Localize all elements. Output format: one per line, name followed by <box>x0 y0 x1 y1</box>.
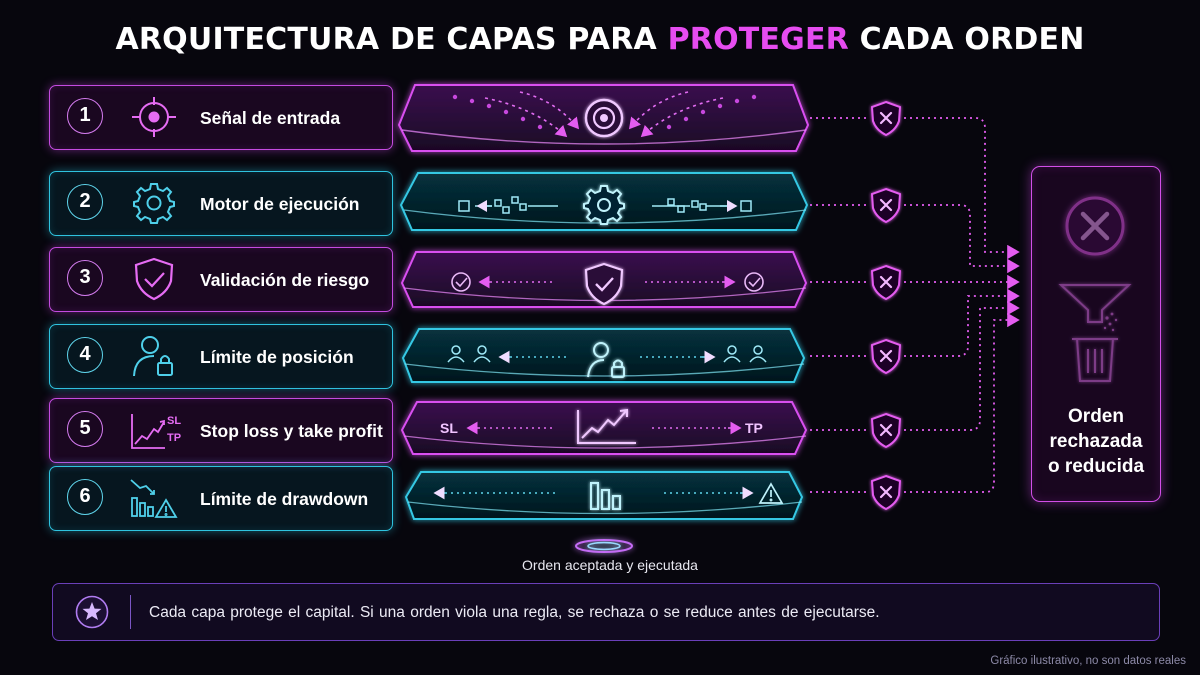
shield-x-icon <box>870 264 902 301</box>
layer-label-1: 1 Señal de entrada <box>49 85 393 150</box>
warning-icon <box>758 482 784 504</box>
layer-label-text: Señal de entrada <box>200 108 341 128</box>
layer-number: 1 <box>67 98 103 134</box>
shield-check-icon <box>134 257 174 301</box>
shield-x-icon <box>870 412 902 449</box>
outcome-label: Orden rechazada o reducida <box>1032 404 1160 479</box>
note-text: Cada capa protege el capital. Si una ord… <box>149 604 880 621</box>
layer-number: 4 <box>67 337 103 373</box>
icon-sl-label: SL <box>167 415 181 427</box>
layer-label-4: 4 Límite de posición <box>49 324 393 389</box>
layer-label-5: 5 SL TP Stop loss y take profit <box>49 398 393 463</box>
title-prefix: ARQUITECTURA DE CAPAS PARA <box>115 22 668 57</box>
drawdown-warning-icon <box>130 479 178 518</box>
icon-tp-label: TP <box>167 432 181 444</box>
layer-panel-3 <box>400 251 808 308</box>
accepted-portal-icon <box>575 539 633 553</box>
shield-check-icon <box>584 262 624 306</box>
layer-label-3: 3 Validación de riesgo <box>49 247 393 312</box>
accepted-label: Orden aceptada y ejecutada <box>522 557 698 573</box>
layer-panel-1 <box>397 84 810 152</box>
layer-label-2: 2 Motor de ejecución <box>49 171 393 236</box>
bars-icon <box>590 482 621 510</box>
outcome-line-2: rechazada <box>1049 431 1143 452</box>
panel-tp-label: TP <box>745 420 763 436</box>
gear-icon <box>583 185 625 225</box>
rejection-paths <box>810 117 1016 493</box>
page-title: ARQUITECTURA DE CAPAS PARA PROTEGER CADA… <box>0 22 1200 57</box>
shield-x-icon <box>870 474 902 511</box>
target-icon <box>132 97 176 137</box>
layer-panel-6 <box>404 471 804 520</box>
layer-number: 6 <box>67 479 103 515</box>
layer-label-text: Límite de drawdown <box>200 489 369 509</box>
panel-sl-label: SL <box>440 420 458 436</box>
shield-x-icon <box>870 100 902 137</box>
layer-panel-5: SL TP <box>400 401 808 455</box>
outcome-line-3: o reducida <box>1047 456 1145 477</box>
target-icon <box>584 98 624 138</box>
layer-number: 3 <box>67 260 103 296</box>
footnote: Gráfico ilustrativo, no son datos reales <box>990 655 1186 667</box>
outcome-box: Orden rechazada o reducida <box>1031 166 1161 502</box>
user-lock-icon <box>133 336 173 377</box>
sl-tp-chart-icon: SL TP <box>131 414 181 449</box>
user-lock-icon <box>587 342 625 378</box>
title-accent: PROTEGER <box>667 22 849 57</box>
title-suffix: CADA ORDEN <box>848 22 1085 57</box>
trend-chart-icon <box>577 408 636 444</box>
layer-number: 5 <box>67 411 103 447</box>
info-note: Cada capa protege el capital. Si una ord… <box>52 583 1160 641</box>
note-divider <box>130 595 131 629</box>
star-icon <box>75 595 109 629</box>
layer-label-text: Motor de ejecución <box>200 194 360 214</box>
layer-panel-2 <box>399 172 809 231</box>
shield-x-icon <box>870 187 902 224</box>
layer-label-text: Validación de riesgo <box>200 270 370 290</box>
layer-panel-4 <box>401 328 806 383</box>
shield-x-icon <box>870 338 902 375</box>
layer-label-text: Stop loss y take profit <box>200 421 383 441</box>
layer-label-6: 6 Límite de drawdown <box>49 466 393 531</box>
layer-number: 2 <box>67 184 103 220</box>
outcome-line-1: Orden <box>1068 406 1124 427</box>
layer-label-text: Límite de posición <box>200 347 354 367</box>
gear-icon <box>133 183 175 224</box>
